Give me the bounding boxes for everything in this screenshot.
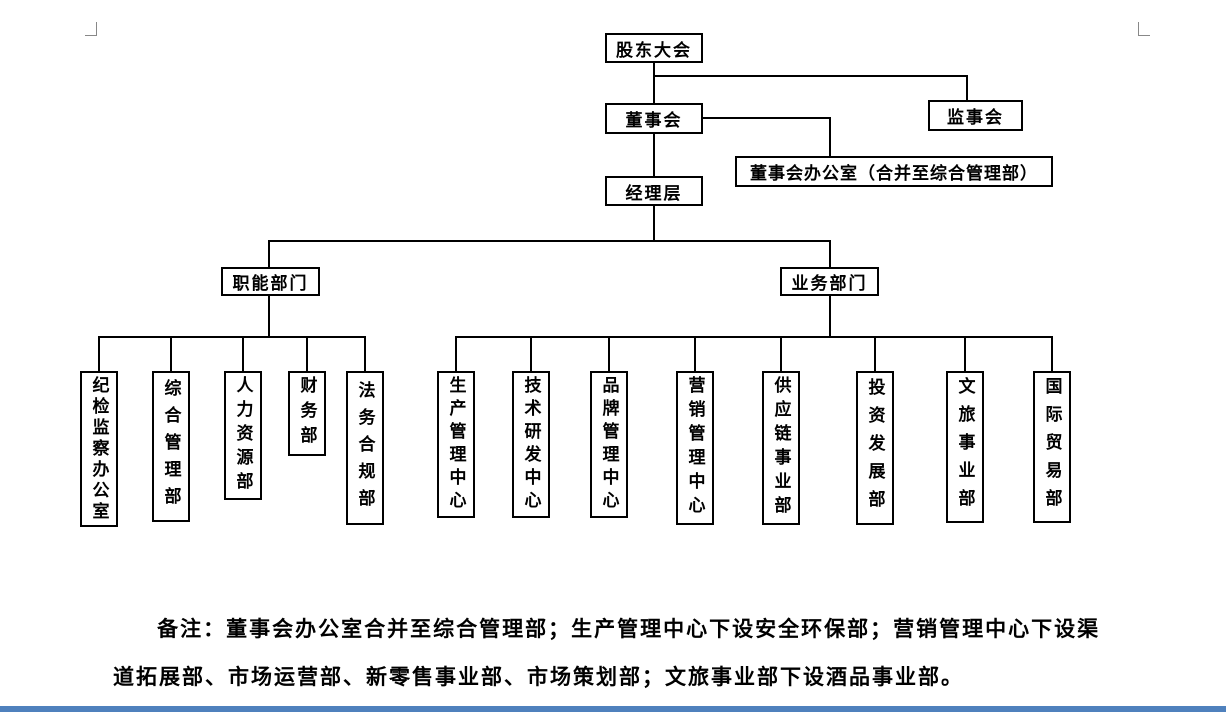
connector-business-drop-1: [455, 336, 457, 371]
dept-discipline-inspection-office: 纪检监察办公室: [80, 371, 118, 527]
note-paragraph: 备注：董事会办公室合并至综合管理部；生产管理中心下设安全环保部；营销管理中心下设…: [113, 617, 1101, 689]
connector-groups-horizontal: [268, 240, 831, 242]
connector-business-horizontal: [455, 336, 1053, 338]
dept-supply-chain-division: 供应链事业部: [762, 371, 800, 525]
connector-business-drop-6: [874, 336, 876, 371]
connector-management-riser: [653, 206, 655, 240]
connector-business-riser: [829, 296, 831, 336]
connector-supervisory-horizontal: [653, 75, 968, 77]
node-board-office: 董事会办公室（合并至综合管理部）: [735, 156, 1053, 187]
connector-board-office-drop: [829, 117, 831, 156]
node-shareholders-meeting: 股东大会: [605, 33, 703, 63]
connector-business-group-drop: [829, 240, 831, 267]
connector-functional-drop-1: [98, 336, 100, 371]
connector-business-drop-5: [780, 336, 782, 371]
connector-functional-group-drop: [268, 240, 270, 267]
connector-business-drop-8: [1051, 336, 1053, 371]
node-business-group: 业务部门: [780, 267, 879, 296]
connector-functional-riser: [268, 296, 270, 336]
dept-culture-tourism-division: 文旅事业部: [946, 371, 984, 523]
dept-marketing-management-center: 营销管理中心: [676, 371, 714, 525]
dept-technology-rd-center: 技术研发中心: [512, 371, 550, 518]
connector-business-drop-3: [608, 336, 610, 371]
page-margin-mark-top-left-icon: [85, 22, 97, 36]
connector-functional-drop-4: [306, 336, 308, 371]
connector-supervisory-drop: [966, 75, 968, 101]
dept-general-management: 综合管理部: [152, 371, 190, 522]
connector-functional-drop-3: [242, 336, 244, 371]
dept-brand-management-center: 品牌管理中心: [590, 371, 628, 518]
dept-human-resources: 人力资源部: [224, 371, 262, 500]
connector-shareholders-to-board: [653, 63, 655, 103]
node-functional-group: 职能部门: [221, 267, 320, 296]
connector-business-drop-2: [530, 336, 532, 371]
dept-international-trade: 国际贸易部: [1033, 371, 1071, 523]
dept-finance: 财务部: [288, 371, 326, 456]
node-board-of-directors: 董事会: [605, 103, 703, 134]
node-supervisory-board: 监事会: [928, 100, 1023, 131]
page-margin-mark-top-right-icon: [1138, 22, 1150, 36]
connector-functional-horizontal: [98, 336, 366, 338]
connector-board-office-horizontal: [703, 117, 831, 119]
connector-business-drop-7: [964, 336, 966, 371]
dept-investment-development: 投资发展部: [856, 371, 894, 525]
connector-functional-drop-2: [170, 336, 172, 371]
connector-board-to-management: [653, 134, 655, 176]
connector-functional-drop-5: [364, 336, 366, 371]
node-management-level: 经理层: [605, 176, 703, 206]
dept-production-management-center: 生产管理中心: [437, 371, 475, 518]
connector-business-drop-4: [694, 336, 696, 371]
window-bottom-edge: [0, 706, 1226, 712]
dept-legal-compliance: 法务合规部: [346, 371, 384, 525]
